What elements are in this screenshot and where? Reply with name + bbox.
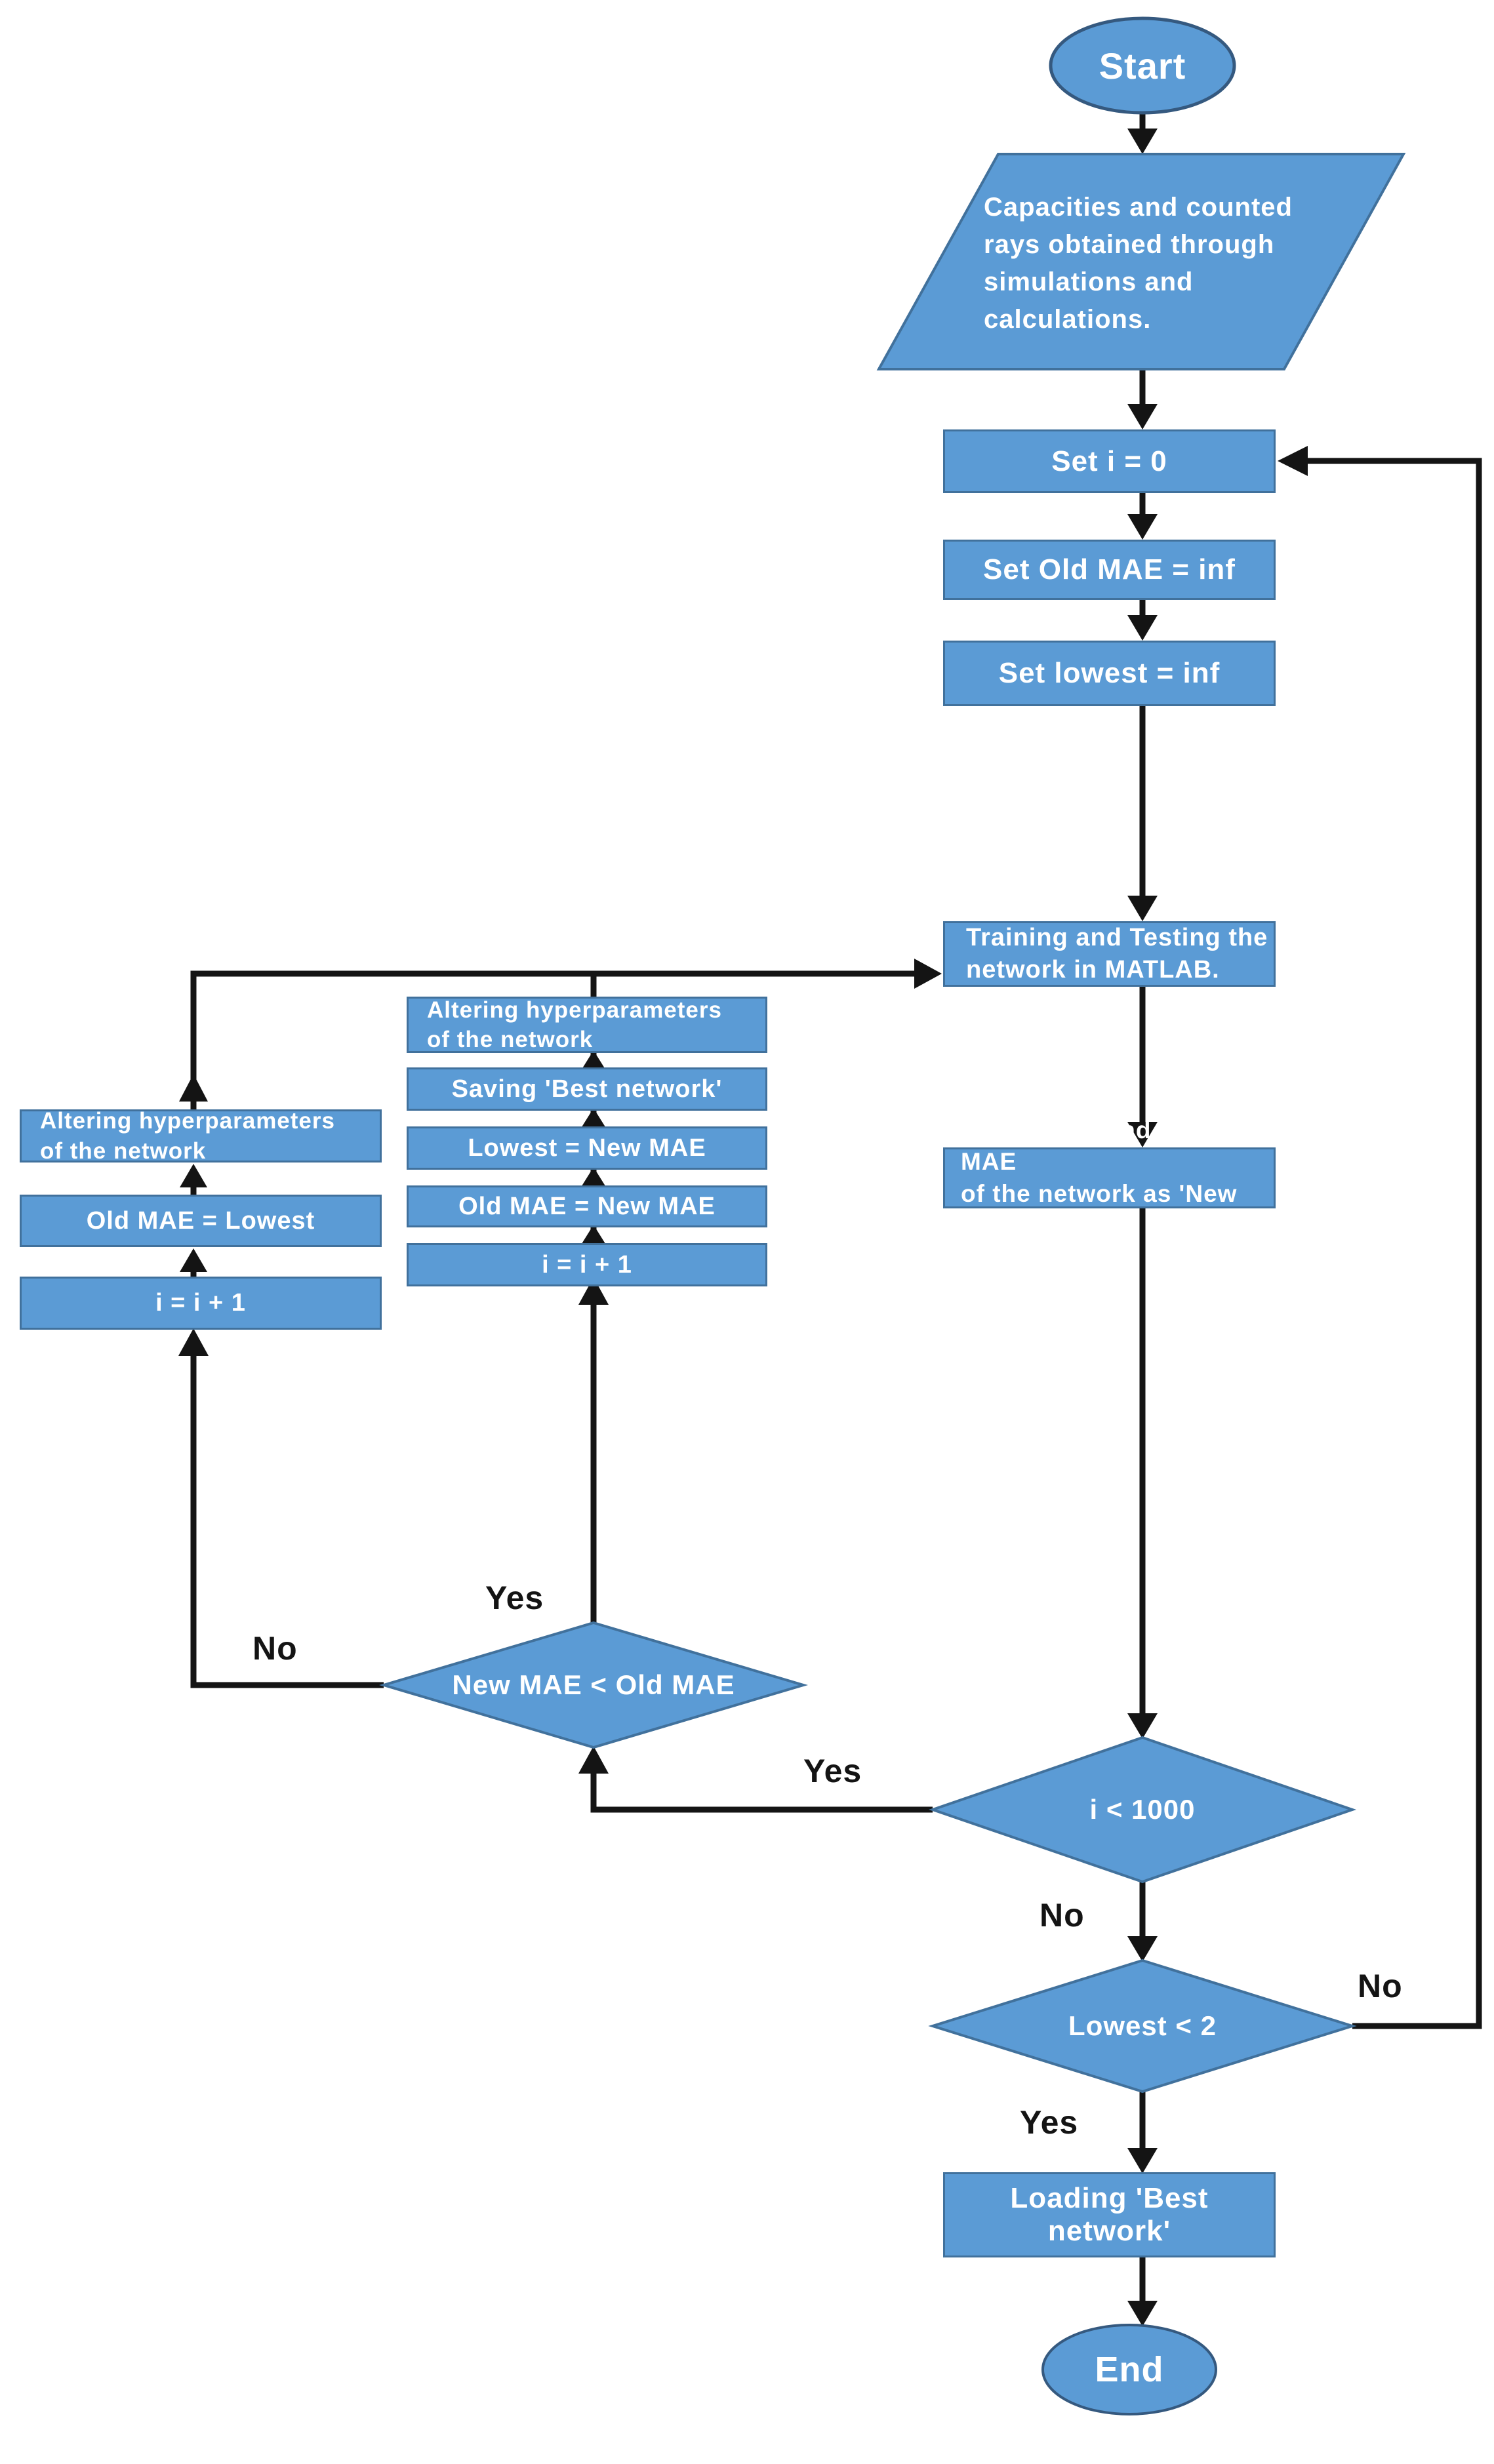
node-calculating: Calculating and saving MAE of the networ… [943, 1117, 1276, 1239]
arrowhead-seti [1127, 404, 1158, 429]
node-set-i: Set i = 0 [943, 429, 1276, 493]
arrowhead-midsaving [580, 1108, 607, 1129]
training-line-1: Training and Testing the [966, 923, 1268, 951]
label-lowest-yes: Yes [1020, 2104, 1079, 2141]
arrowhead-midaltering [580, 1050, 607, 1071]
node-mid-saving: Saving 'Best network' [407, 1067, 767, 1111]
arrowhead-loading [1127, 2148, 1158, 2174]
edge-maecheck-no-left [190, 1354, 384, 1688]
arrowheads [178, 129, 1308, 2326]
arrowhead-training [1127, 896, 1158, 921]
node-mid-altering: Altering hyperparameters of the network [407, 997, 767, 1053]
arrowhead-lincrement [178, 1328, 209, 1356]
arrowhead-end [1127, 2301, 1158, 2326]
label-mae-no: No [252, 1630, 298, 1667]
node-left-altering: Altering hyperparameters of the network [20, 1108, 382, 1164]
arrowhead-midlowest [580, 1167, 607, 1188]
lowest-check-diamond [928, 1958, 1357, 2094]
arrowhead-setold [1127, 514, 1158, 540]
edge-no-right-loop [1305, 458, 1482, 2029]
end-ellipse [1041, 2324, 1217, 2415]
node-set-old-mae: Set Old MAE = inf [943, 540, 1276, 600]
arrowhead-into-training [914, 959, 942, 989]
edge-icheck-yes [590, 1772, 933, 1813]
node-training: Training and Testing the network in MATL… [943, 921, 1276, 987]
left-altering-line-2: of the network [40, 1138, 207, 1164]
node-loading: Loading 'Best network' [943, 2172, 1276, 2257]
node-mid-lowest: Lowest = New MAE [407, 1126, 767, 1170]
calculating-line-2: of the network as 'New MAE' [961, 1180, 1238, 1239]
label-lowest-no: No [1358, 1968, 1403, 2004]
arrowhead-midinc [578, 1277, 609, 1305]
edge-left-riser-training [190, 970, 915, 1109]
arrowhead-icheck [1127, 1713, 1158, 1739]
arrowhead-midold [580, 1225, 607, 1246]
mae-check-diamond [378, 1621, 809, 1749]
mid-altering-line-1: Altering hyperparameters [427, 997, 722, 1023]
arrowhead-loldmae [180, 1248, 207, 1272]
mid-altering-line-2: of the network [427, 1027, 594, 1052]
label-i-no: No [1040, 1897, 1085, 1934]
arrowhead-left-riser-inline [179, 1074, 208, 1102]
arrowhead-maecheck-bottom [578, 1746, 609, 1774]
arrowhead-lowestcheck [1127, 1936, 1158, 1962]
connector-lines [190, 111, 1482, 2301]
input-parallelogram [876, 153, 1406, 370]
arrowhead-input [1127, 129, 1158, 154]
node-set-lowest: Set lowest = inf [943, 641, 1276, 706]
i-check-diamond [928, 1736, 1357, 1884]
left-altering-line-1: Altering hyperparameters [40, 1108, 335, 1134]
node-mid-old-mae: Old MAE = New MAE [407, 1185, 767, 1227]
node-mid-increment: i = i + 1 [407, 1243, 767, 1286]
node-left-old-mae: Old MAE = Lowest [20, 1195, 382, 1247]
arrowhead-right-loop [1278, 446, 1308, 476]
node-left-increment: i = i + 1 [20, 1277, 382, 1330]
training-line-2: network in MATLAB. [966, 956, 1220, 984]
arrowhead-calc [1127, 1122, 1158, 1147]
calculating-line-1: Calculating and saving MAE [961, 1117, 1240, 1176]
label-mae-yes: Yes [485, 1580, 544, 1616]
arrowhead-setlowest [1127, 615, 1158, 641]
label-i-yes: Yes [803, 1753, 862, 1789]
start-ellipse [1049, 16, 1236, 115]
arrowhead-laltering [180, 1164, 207, 1187]
